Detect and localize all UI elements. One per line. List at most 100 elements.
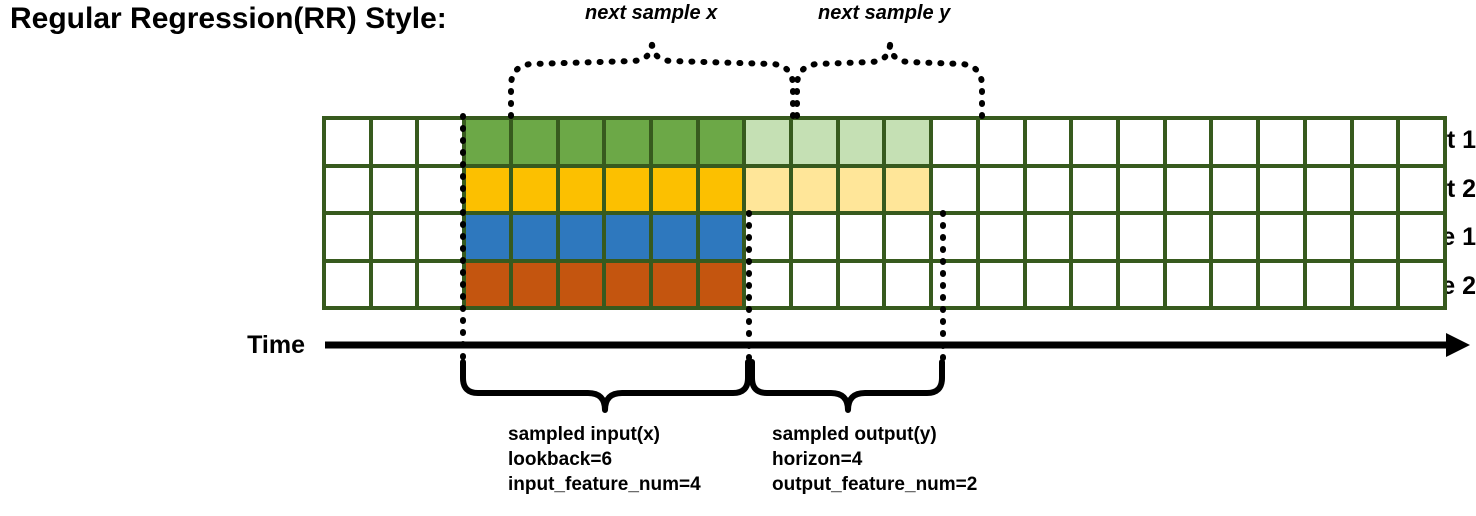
grid-cell-r3-c13 bbox=[933, 262, 976, 306]
grid-cell-r3-c6 bbox=[606, 262, 649, 306]
grid-cell-r0-c17 bbox=[1120, 120, 1163, 164]
grid-cell-r1-c23 bbox=[1400, 167, 1443, 211]
grid-cell-r3-c8 bbox=[699, 262, 743, 306]
grid-cell-r3-c7 bbox=[652, 262, 696, 306]
grid-cell-r2-c3 bbox=[466, 215, 509, 259]
grid-cell-r0-c3 bbox=[466, 120, 509, 164]
grid-cell-r3-c18 bbox=[1166, 262, 1210, 306]
grid-cell-r3-c5 bbox=[559, 262, 603, 306]
grid-cell-r1-c4 bbox=[512, 167, 556, 211]
grid-cell-r0-c14 bbox=[979, 120, 1023, 164]
timeline-grid bbox=[322, 116, 1447, 310]
grid-cell-r1-c10 bbox=[793, 167, 836, 211]
grid-cell-r0-c1 bbox=[372, 120, 416, 164]
grid-cell-r0-c5 bbox=[559, 120, 603, 164]
grid-cell-r0-c15 bbox=[1026, 120, 1070, 164]
grid-cell-r2-c17 bbox=[1120, 215, 1163, 259]
grid-cell-r2-c1 bbox=[372, 215, 416, 259]
grid-cell-r3-c19 bbox=[1213, 262, 1257, 306]
caption-sampled-output-line-2: horizon=4 bbox=[772, 449, 863, 470]
caption-sampled-output-line-3: output_feature_num=2 bbox=[772, 474, 978, 495]
caption-sampled-output-line-1: sampled output(y) bbox=[772, 424, 937, 445]
grid-cell-r3-c14 bbox=[979, 262, 1023, 306]
grid-cell-r1-c9 bbox=[746, 167, 790, 211]
grid-cell-r0-c9 bbox=[746, 120, 790, 164]
grid-cell-r2-c4 bbox=[512, 215, 556, 259]
grid-cell-r0-c8 bbox=[699, 120, 743, 164]
grid-cell-r1-c17 bbox=[1120, 167, 1163, 211]
grid-cell-r2-c6 bbox=[606, 215, 649, 259]
grid-cell-r3-c16 bbox=[1073, 262, 1117, 306]
grid-cell-r1-c8 bbox=[699, 167, 743, 211]
grid-cell-r2-c16 bbox=[1073, 215, 1117, 259]
grid-cell-r2-c21 bbox=[1306, 215, 1350, 259]
grid-cell-r0-c0 bbox=[326, 120, 369, 164]
grid-cell-r1-c22 bbox=[1353, 167, 1397, 211]
grid-cell-r0-c13 bbox=[933, 120, 976, 164]
grid-cell-r1-c6 bbox=[606, 167, 649, 211]
grid-cell-r2-c22 bbox=[1353, 215, 1397, 259]
grid-cell-r1-c13 bbox=[933, 167, 976, 211]
grid-cell-r0-c20 bbox=[1260, 120, 1303, 164]
time-axis-arrowhead bbox=[1446, 333, 1470, 357]
grid-cell-r1-c12 bbox=[886, 167, 930, 211]
grid-cell-r1-c2 bbox=[419, 167, 463, 211]
grid-cell-r1-c18 bbox=[1166, 167, 1210, 211]
grid-cell-r2-c23 bbox=[1400, 215, 1443, 259]
grid-cell-r3-c20 bbox=[1260, 262, 1303, 306]
grid-cell-r0-c19 bbox=[1213, 120, 1257, 164]
grid-cell-r3-c2 bbox=[419, 262, 463, 306]
grid-cell-r1-c16 bbox=[1073, 167, 1117, 211]
grid-cell-r2-c8 bbox=[699, 215, 743, 259]
caption-sampled-input-line-3: input_feature_num=4 bbox=[508, 474, 701, 495]
grid-cell-r2-c9 bbox=[746, 215, 790, 259]
grid-cell-r1-c5 bbox=[559, 167, 603, 211]
grid-cell-r1-c0 bbox=[326, 167, 369, 211]
grid-cell-r3-c0 bbox=[326, 262, 369, 306]
grid-cell-r3-c9 bbox=[746, 262, 790, 306]
grid-cell-r0-c4 bbox=[512, 120, 556, 164]
grid-cell-r3-c12 bbox=[886, 262, 930, 306]
grid-cell-r1-c19 bbox=[1213, 167, 1257, 211]
grid-cell-r1-c7 bbox=[652, 167, 696, 211]
grid-cell-r2-c18 bbox=[1166, 215, 1210, 259]
caption-sampled-input-line-1: sampled input(x) bbox=[508, 424, 661, 445]
label-next-sample-y: next sample y bbox=[818, 2, 951, 24]
grid-cell-r1-c21 bbox=[1306, 167, 1350, 211]
grid-cell-r2-c15 bbox=[1026, 215, 1070, 259]
caption-sampled-input-line-2: lookback=6 bbox=[508, 449, 613, 470]
grid-cell-r3-c3 bbox=[466, 262, 509, 306]
grid-cell-r2-c14 bbox=[979, 215, 1023, 259]
grid-cell-r3-c4 bbox=[512, 262, 556, 306]
grid-cell-r1-c1 bbox=[372, 167, 416, 211]
label-next-sample-x: next sample x bbox=[585, 2, 718, 24]
grid-cell-r2-c20 bbox=[1260, 215, 1303, 259]
grid-cell-r1-c15 bbox=[1026, 167, 1070, 211]
grid-cell-r3-c1 bbox=[372, 262, 416, 306]
grid-cell-r0-c22 bbox=[1353, 120, 1397, 164]
grid-cell-r0-c11 bbox=[839, 120, 883, 164]
grid-cell-r3-c15 bbox=[1026, 262, 1070, 306]
grid-cell-r3-c10 bbox=[793, 262, 836, 306]
grid-cell-r1-c11 bbox=[839, 167, 883, 211]
grid-cell-r3-c23 bbox=[1400, 262, 1443, 306]
grid-cell-r0-c2 bbox=[419, 120, 463, 164]
grid-cell-r2-c2 bbox=[419, 215, 463, 259]
axis-label-time: Time bbox=[247, 331, 305, 359]
brace-next-sample-x-path bbox=[508, 39, 796, 119]
grid-cell-r2-c19 bbox=[1213, 215, 1257, 259]
brace-sampled-output-path bbox=[749, 359, 945, 413]
grid-cell-r0-c12 bbox=[886, 120, 930, 164]
grid-cell-r2-c7 bbox=[652, 215, 696, 259]
grid-cell-r0-c6 bbox=[606, 120, 649, 164]
caption-sampled-output: sampled output(y) horizon=4 output_featu… bbox=[772, 422, 977, 497]
grid-cell-r2-c12 bbox=[886, 215, 930, 259]
brace-next-sample-y-path bbox=[794, 40, 985, 119]
grid-cell-r3-c22 bbox=[1353, 262, 1397, 306]
grid-cell-r0-c23 bbox=[1400, 120, 1443, 164]
caption-sampled-input: sampled input(x) lookback=6 input_featur… bbox=[508, 422, 701, 497]
grid-cell-r0-c18 bbox=[1166, 120, 1210, 164]
grid-cell-r0-c7 bbox=[652, 120, 696, 164]
grid-cell-r2-c0 bbox=[326, 215, 369, 259]
brace-sampled-input-path bbox=[460, 359, 751, 413]
